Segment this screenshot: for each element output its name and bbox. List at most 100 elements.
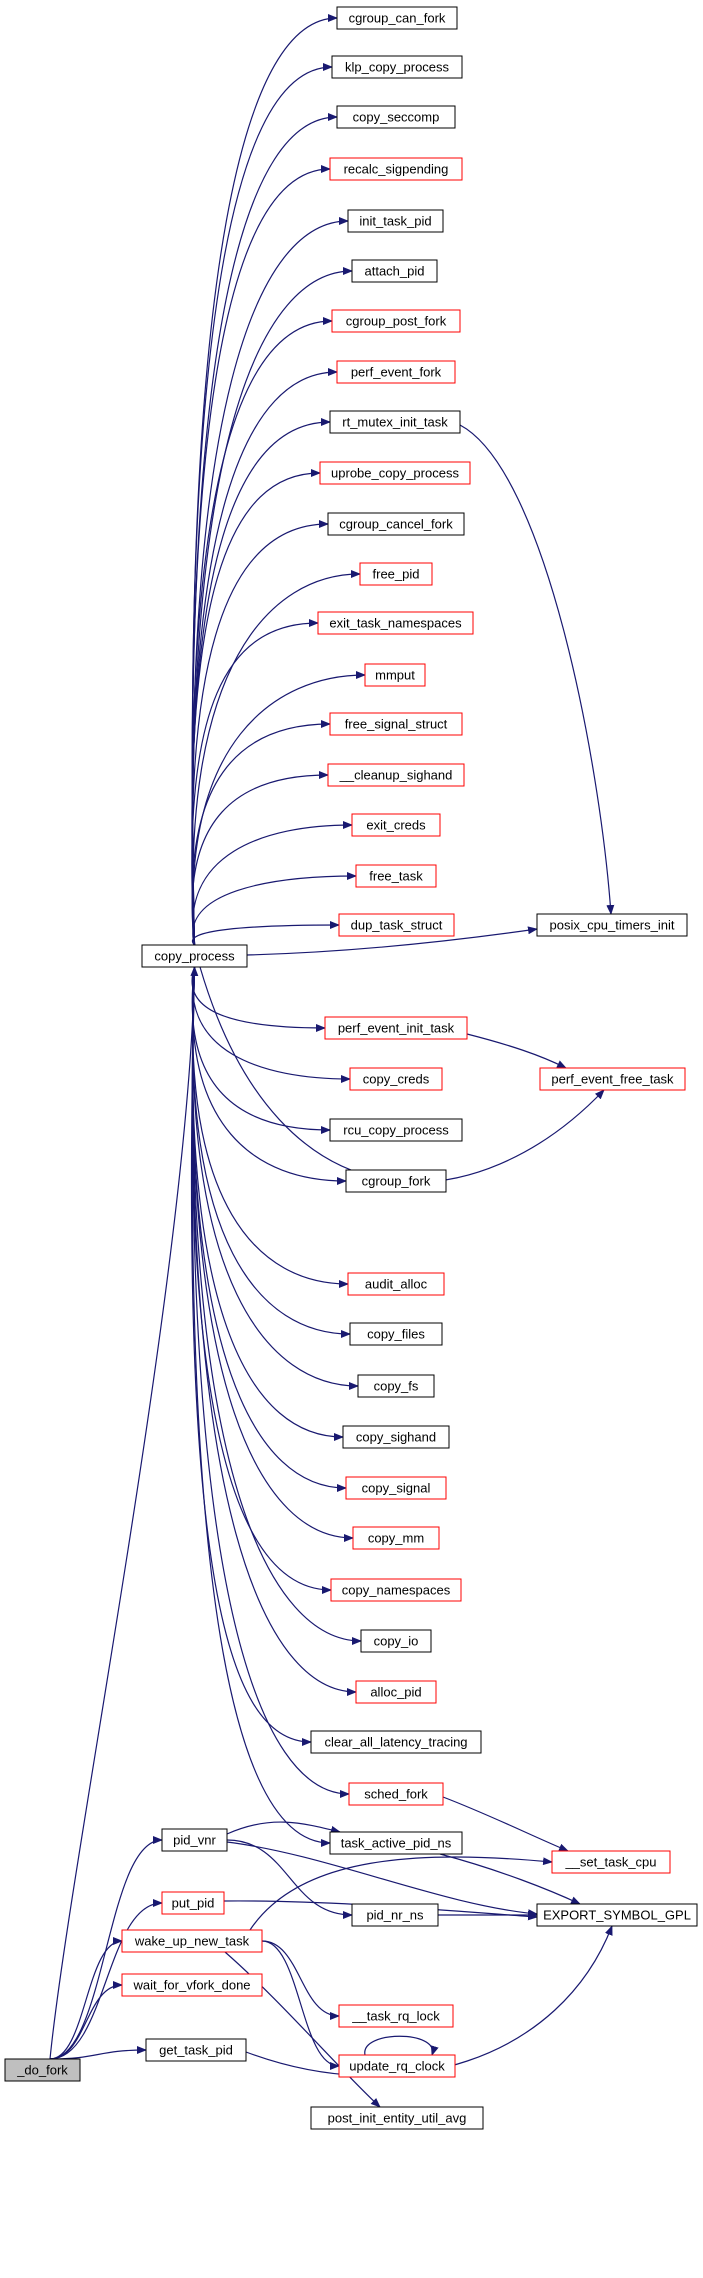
node-posix-cpu-timers-init[interactable]: posix_cpu_timers_init [536, 913, 688, 937]
node-set-task-cpu[interactable]: __set_task_cpu [551, 1850, 671, 1874]
node-wake-up-new-task[interactable]: wake_up_new_task [121, 1929, 263, 1953]
node-copy-creds[interactable]: copy_creds [349, 1067, 443, 1091]
node-task-active-pid-ns[interactable]: task_active_pid_ns [329, 1831, 463, 1855]
node-task-rq-lock[interactable]: __task_rq_lock [338, 2004, 454, 2028]
node-get-task-pid[interactable]: get_task_pid [145, 2038, 247, 2062]
node-exit-creds[interactable]: exit_creds [351, 813, 441, 837]
node-free-pid[interactable]: free_pid [359, 562, 433, 586]
node-box [4, 2058, 81, 2082]
node-clear-all-latency-tracing[interactable]: clear_all_latency_tracing [310, 1730, 482, 1754]
edge-copy_process-to-perf_event_init_task [191, 966, 326, 1032]
node-label: cgroup_post_fork [346, 314, 447, 329]
node-box [329, 410, 461, 434]
node-init-task-pid[interactable]: init_task_pid [347, 209, 444, 233]
node-label: copy_namespaces [342, 1583, 451, 1598]
node-box [347, 209, 444, 233]
node-box [161, 1891, 225, 1915]
node-rcu-copy-process[interactable]: rcu_copy_process [329, 1118, 463, 1142]
node-label: pid_vnr [173, 1833, 216, 1848]
node-dup-task-struct[interactable]: dup_task_struct [338, 913, 455, 937]
node-copy-fs[interactable]: copy_fs [357, 1374, 435, 1398]
edge-copy_process-to-posix_cpu_timers_init [246, 926, 538, 956]
node-cgroup-post-fork[interactable]: cgroup_post_fork [331, 309, 461, 333]
edge-copy_process-to-free_task [192, 872, 357, 946]
node-copy-sighand[interactable]: copy_sighand [342, 1425, 450, 1449]
node-box [351, 1903, 439, 1927]
node-copy-io[interactable]: copy_io [360, 1629, 432, 1653]
node-copy-signal[interactable]: copy_signal [345, 1476, 447, 1500]
node-box [360, 1629, 432, 1653]
node-label: post_init_entity_util_avg [328, 2111, 467, 2126]
node-audit-alloc[interactable]: audit_alloc [347, 1272, 445, 1296]
node-label: copy_creds [363, 1072, 430, 1087]
edge-do_fork-to-wake_up_new_task [49, 1937, 123, 2060]
node-post-init-entity-util-avg[interactable]: post_init_entity_util_avg [310, 2106, 484, 2130]
node-box [319, 461, 471, 485]
node-wait-for-vfork-done[interactable]: wait_for_vfork_done [121, 1973, 263, 1997]
edge-copy_process-to-exit_task_namespaces [191, 619, 319, 946]
node-label: sched_fork [364, 1787, 428, 1802]
node-box [329, 157, 463, 181]
node-sched-fork[interactable]: sched_fork [348, 1782, 444, 1806]
node-box [317, 611, 474, 635]
node-label: copy_mm [368, 1531, 424, 1546]
node-box [349, 1322, 443, 1346]
edge-task_active_pid_ns-to-export_symbol_gpl [439, 1853, 581, 1905]
node-update-rq-clock[interactable]: update_rq_clock [338, 2054, 456, 2078]
node-label: uprobe_copy_process [331, 466, 459, 481]
node-pid-nr-ns[interactable]: pid_nr_ns [351, 1903, 439, 1927]
node-label: put_pid [172, 1896, 215, 1911]
edge-perf_event_init_task-to-perf_event_free_task [466, 1033, 567, 1069]
edges-layer [49, 14, 615, 2108]
edge-do_fork-to-copy_process [49, 966, 199, 2060]
node-copy-mm[interactable]: copy_mm [352, 1526, 440, 1550]
node-put-pid[interactable]: put_pid [161, 1891, 225, 1915]
node-copy-process[interactable]: copy_process [141, 944, 248, 968]
edge-copy_process-to-rcu_copy_process [191, 966, 331, 1134]
node-alloc-pid[interactable]: alloc_pid [355, 1680, 437, 1704]
node-label: pid_nr_ns [366, 1908, 424, 1923]
node-cgroup-can-fork[interactable]: cgroup_can_fork [336, 6, 458, 30]
node-do-fork[interactable]: _do_fork [4, 2058, 81, 2082]
node-cleanup-sighand[interactable]: __cleanup_sighand [327, 763, 465, 787]
node-klp-copy-process[interactable]: klp_copy_process [331, 55, 463, 79]
node-box [345, 1476, 447, 1500]
node-copy-seccomp[interactable]: copy_seccomp [336, 105, 456, 129]
node-label: perf_event_fork [351, 365, 442, 380]
node-box [336, 105, 456, 129]
edge-pid_vnr-to-pid_nr_ns [226, 1839, 353, 1919]
node-label: copy_io [374, 1634, 419, 1649]
node-label: perf_event_init_task [338, 1021, 455, 1036]
edge-copy_process-to-mmput [192, 671, 366, 946]
node-perf-event-fork[interactable]: perf_event_fork [336, 360, 456, 384]
node-label: alloc_pid [370, 1685, 421, 1700]
node-box [347, 1272, 445, 1296]
node-free-task[interactable]: free_task [355, 864, 437, 888]
node-box [331, 55, 463, 79]
node-pid-vnr[interactable]: pid_vnr [161, 1828, 228, 1852]
node-attach-pid[interactable]: attach_pid [351, 259, 438, 283]
node-perf-event-init-task[interactable]: perf_event_init_task [324, 1016, 468, 1040]
node-label: task_active_pid_ns [341, 1836, 452, 1851]
edge-copy_process-to-cgroup_fork [192, 966, 347, 1185]
node-box [338, 2004, 454, 2028]
node-label: copy_sighand [356, 1430, 436, 1445]
node-perf-event-free-task[interactable]: perf_event_free_task [539, 1067, 686, 1091]
node-box [329, 1118, 463, 1142]
node-recalc-sigpending[interactable]: recalc_sigpending [329, 157, 463, 181]
node-label: init_task_pid [359, 214, 431, 229]
node-cgroup-cancel-fork[interactable]: cgroup_cancel_fork [327, 512, 465, 536]
node-box [536, 913, 688, 937]
node-cgroup-fork[interactable]: cgroup_fork [345, 1169, 447, 1193]
node-rt-mutex-init-task[interactable]: rt_mutex_init_task [329, 410, 461, 434]
edge-copy_process-to-alloc_pid [192, 966, 357, 1696]
node-exit-task-namespaces[interactable]: exit_task_namespaces [317, 611, 474, 635]
node-free-signal-struct[interactable]: free_signal_struct [329, 712, 463, 736]
node-copy-namespaces[interactable]: copy_namespaces [330, 1578, 462, 1602]
node-uprobe-copy-process[interactable]: uprobe_copy_process [319, 461, 471, 485]
edge-do_fork-to-pid_vnr [49, 1836, 163, 2060]
node-label: copy_signal [362, 1481, 431, 1496]
node-export-symbol-gpl[interactable]: EXPORT_SYMBOL_GPL [536, 1903, 698, 1927]
node-mmput[interactable]: mmput [364, 663, 426, 687]
node-copy-files[interactable]: copy_files [349, 1322, 443, 1346]
